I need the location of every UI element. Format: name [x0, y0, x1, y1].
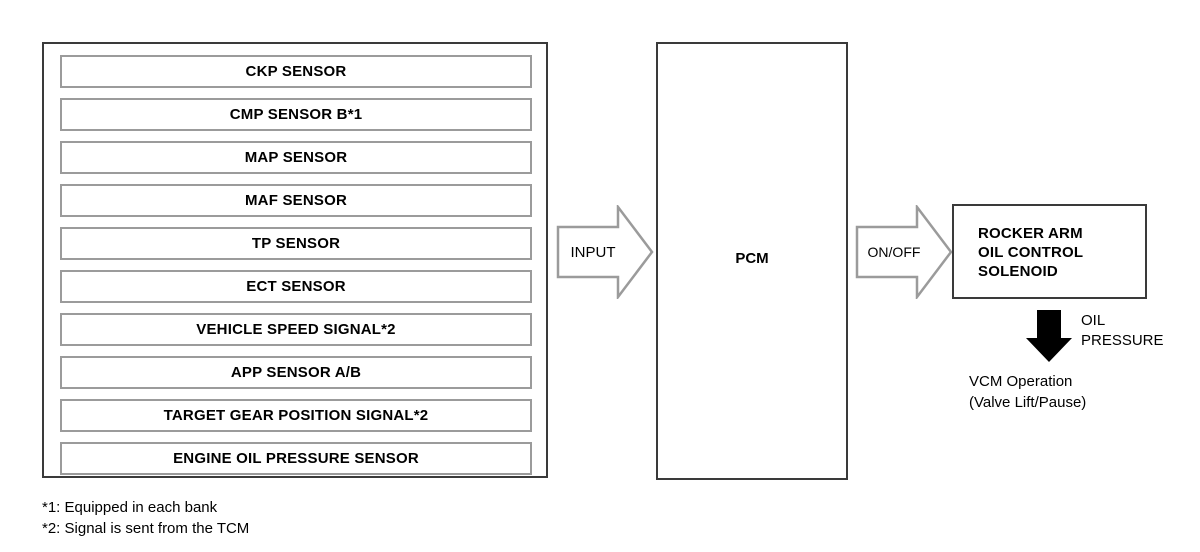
sensor-box-target-gear: TARGET GEAR POSITION SIGNAL*2: [60, 399, 532, 432]
sensor-label: TP SENSOR: [251, 235, 341, 252]
sensor-label: VEHICLE SPEED SIGNAL*2: [196, 321, 396, 338]
sensor-label: APP SENSOR A/B: [230, 364, 362, 381]
oil-pressure-arrow: [1025, 310, 1073, 363]
pcm-box: PCM: [656, 42, 848, 480]
sensor-label: CKP SENSOR: [245, 63, 347, 80]
sensor-box-tp: TP SENSOR: [60, 227, 532, 260]
oil-pressure-label: OIL PRESSURE: [1081, 312, 1164, 349]
onoff-arrow-label: ON/OFF: [867, 244, 921, 260]
right-block-arrow-icon: [855, 205, 953, 299]
sensor-box-cmp: CMP SENSOR B*1: [60, 98, 532, 131]
sensor-label: MAF SENSOR: [244, 192, 347, 209]
input-arrow-label: INPUT: [570, 243, 616, 261]
footnotes: *1: Equipped in each bank *2: Signal is …: [42, 499, 250, 537]
pcm-label: PCM: [735, 250, 769, 267]
sensor-label: MAP SENSOR: [244, 149, 348, 166]
sensor-label: TARGET GEAR POSITION SIGNAL*2: [163, 407, 429, 424]
sensor-input-group: CKP SENSOR CMP SENSOR B*1 MAP SENSOR MAF…: [42, 42, 548, 478]
sensor-box-app: APP SENSOR A/B: [60, 356, 532, 389]
down-arrow-icon: [1026, 310, 1072, 362]
sensor-list: CKP SENSOR CMP SENSOR B*1 MAP SENSOR MAF…: [60, 55, 532, 475]
sensor-box-engine-oil-pressure: ENGINE OIL PRESSURE SENSOR: [60, 442, 532, 475]
rocker-arm-oil-control-solenoid-box: ROCKER ARM OIL CONTROL SOLENOID: [952, 204, 1147, 299]
input-arrow: INPUT: [556, 205, 654, 299]
right-block-arrow-icon: [556, 205, 654, 299]
onoff-arrow: ON/OFF: [855, 205, 953, 299]
sensor-label: CMP SENSOR B*1: [229, 106, 363, 123]
sensor-label: ECT SENSOR: [246, 278, 346, 295]
sensor-box-vehicle-speed: VEHICLE SPEED SIGNAL*2: [60, 313, 532, 346]
sensor-box-map: MAP SENSOR: [60, 141, 532, 174]
sensor-label: ENGINE OIL PRESSURE SENSOR: [173, 450, 419, 467]
sensor-box-maf: MAF SENSOR: [60, 184, 532, 217]
sensor-box-ect: ECT SENSOR: [60, 270, 532, 303]
solenoid-label: ROCKER ARM OIL CONTROL SOLENOID: [978, 225, 1084, 280]
sensor-box-ckp: CKP SENSOR: [60, 55, 532, 88]
vcm-operation-text: VCM Operation (Valve Lift/Pause): [969, 373, 1087, 411]
